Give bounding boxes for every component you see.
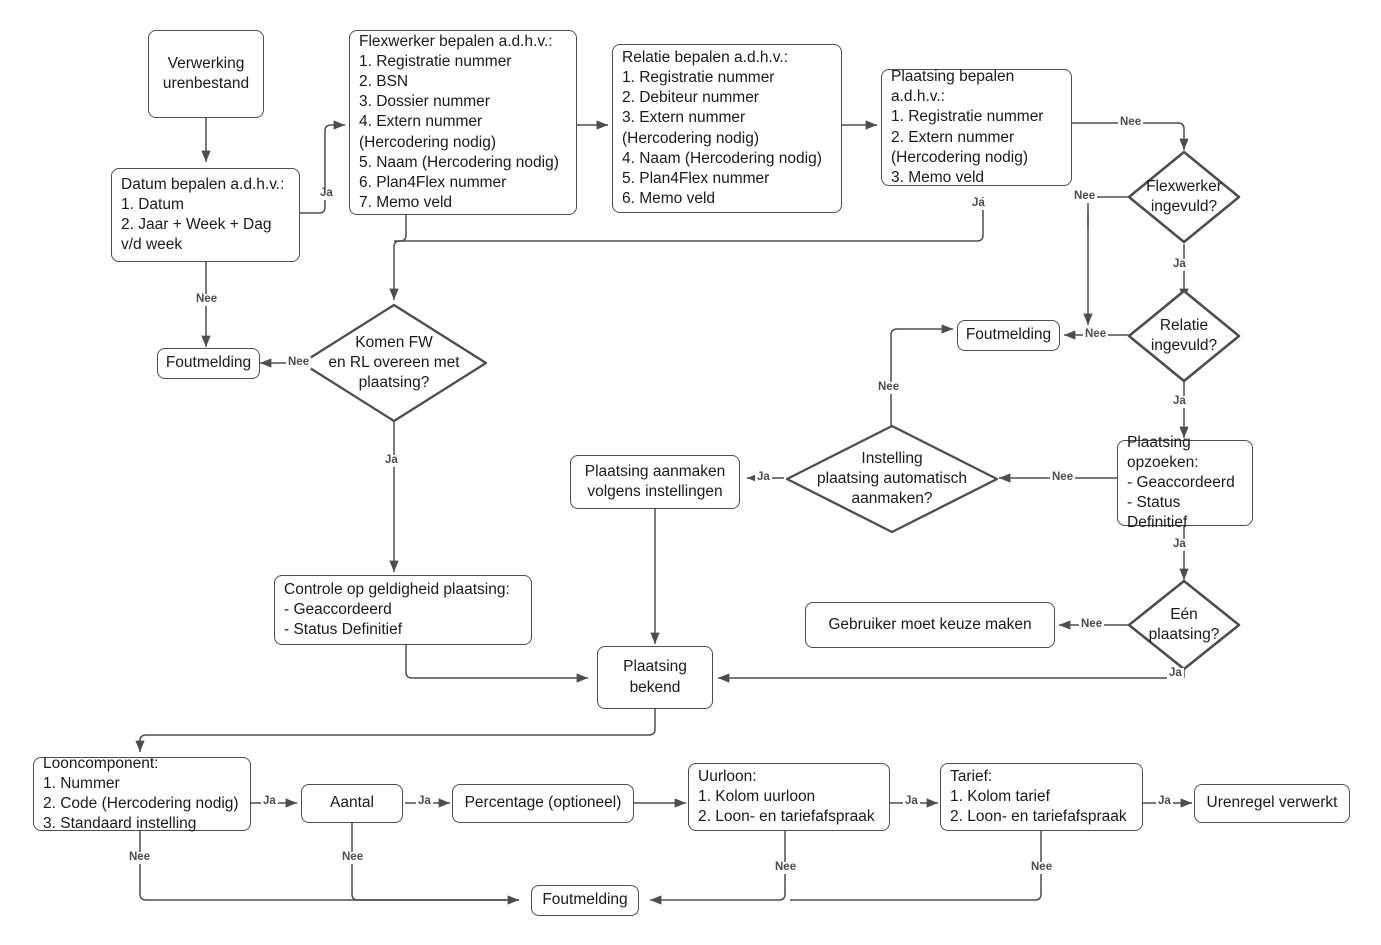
- edge-label-tarief-ja: Ja: [1156, 795, 1173, 808]
- edge-plaatsing-ja-to-komen: [389, 197, 984, 301]
- edge-label-relatie-ingevuld-nee: Nee: [1083, 328, 1109, 341]
- node-label: Aantal: [330, 794, 374, 812]
- diamond-shape: [785, 424, 999, 534]
- edge-bekend-to-looncomponent: [135, 709, 656, 753]
- edge-een-ja: [717, 670, 1185, 683]
- edge-tarief-nee: [790, 831, 1042, 901]
- node-plaatsing-aanmaken[interactable]: Plaatsing aanmaken volgens instellingen: [570, 455, 740, 509]
- edge-controle-to-bekend: [405, 641, 589, 683]
- node-label: Relatie bepalen a.d.h.v.: 1. Registratie…: [622, 48, 822, 207]
- edge-datum-ja: [300, 120, 346, 214]
- edge-flexwerker-down-a: [394, 215, 407, 242]
- diamond-shape: [1127, 150, 1241, 244]
- node-label: Percentage (optioneel): [464, 794, 622, 812]
- node-label: Gebruiker moet keuze maken: [828, 615, 1032, 633]
- node-label: Plaatsing bekend: [623, 658, 687, 696]
- edge-label-een-plaatsing-nee: Nee: [1079, 618, 1105, 631]
- node-label: Verwerking urenbestand: [162, 54, 250, 92]
- edge-label-uurloon-ja: Ja: [903, 795, 920, 808]
- node-label: Uurloon: 1. Kolom uurloon 2. Loon- en ta…: [698, 767, 875, 826]
- edge-label-instelling-ja: Ja: [755, 471, 772, 484]
- node-aantal[interactable]: Aantal: [301, 784, 403, 823]
- node-label: Relatie ingevuld?: [1150, 317, 1218, 354]
- node-relatie-ingevuld[interactable]: Relatie ingevuld?: [1127, 289, 1241, 383]
- edge-uurloon-nee: [649, 831, 786, 905]
- node-plaatsing-opzoeken[interactable]: Plaatsing opzoeken: - Geaccordeerd - Sta…: [1117, 434, 1253, 531]
- node-label: Komen FW en RL overeen met plaatsing?: [328, 334, 460, 391]
- edge-label-tarief-nee: Nee: [1029, 861, 1055, 874]
- node-gebruiker-moet-keuze-maken[interactable]: Gebruiker moet keuze maken: [805, 602, 1055, 648]
- node-label: Datum bepalen a.d.h.v.: 1. Datum 2. Jaar…: [121, 175, 285, 254]
- node-verwerking-urenbestand[interactable]: Verwerking urenbestand: [148, 30, 264, 118]
- edge-label-flexwerker-ingevuld-nee: Nee: [1072, 190, 1098, 203]
- node-looncomponent[interactable]: Looncomponent: 1. Nummer 2. Code (Hercod…: [33, 755, 251, 832]
- node-controle-geldigheid-plaatsing[interactable]: Controle op geldigheid plaatsing: - Geac…: [274, 575, 532, 645]
- edge-label-aantal-ja: Ja: [416, 795, 433, 808]
- node-label: Controle op geldigheid plaatsing: - Geac…: [284, 580, 510, 639]
- edge-label-plaatsing-bepalen-ja: Ja: [970, 197, 987, 210]
- node-label: Plaatsing aanmaken volgens instellingen: [584, 462, 726, 500]
- node-label: Flexwerker bepalen a.d.h.v.: 1. Registra…: [359, 32, 559, 211]
- node-foutmelding-onder[interactable]: Foutmelding: [531, 885, 639, 916]
- node-foutmelding-links[interactable]: Foutmelding: [157, 348, 260, 379]
- diamond-shape: [1127, 579, 1241, 671]
- node-plaatsing-bekend[interactable]: Plaatsing bekend: [597, 646, 713, 709]
- node-label: Tarief: 1. Kolom tarief 2. Loon- en tari…: [950, 767, 1127, 826]
- node-label: Flexwerker ingevuld?: [1146, 178, 1222, 215]
- node-relatie-bepalen[interactable]: Relatie bepalen a.d.h.v.: 1. Registratie…: [612, 44, 842, 213]
- node-flexwerker-bepalen[interactable]: Flexwerker bepalen a.d.h.v.: 1. Registra…: [349, 30, 577, 215]
- node-label: Eén plaatsing?: [1148, 606, 1220, 643]
- node-urenregel-verwerkt[interactable]: Urenregel verwerkt: [1194, 784, 1350, 823]
- edge-plaatsing-nee: [1072, 122, 1189, 151]
- node-tarief[interactable]: Tarief: 1. Kolom tarief 2. Loon- en tari…: [940, 763, 1143, 831]
- node-instelling-plaatsing-automatisch[interactable]: Instelling plaatsing automatisch aanmake…: [785, 424, 999, 534]
- node-plaatsing-bepalen[interactable]: Plaatsing bepalen a.d.h.v.: 1. Registrat…: [881, 68, 1072, 186]
- edge-label-aantal-nee: Nee: [340, 851, 366, 864]
- node-label: Looncomponent: 1. Nummer 2. Code (Hercod…: [43, 754, 239, 833]
- node-flexwerker-ingevuld[interactable]: Flexwerker ingevuld?: [1127, 150, 1241, 244]
- edge-label-relatie-ingevuld-ja: Ja: [1171, 395, 1188, 408]
- edge-label-opzoeken-ja: Ja: [1171, 538, 1188, 551]
- node-label: Foutmelding: [542, 891, 628, 909]
- node-een-plaatsing[interactable]: Eén plaatsing?: [1127, 579, 1241, 671]
- edge-aantal-nee: [351, 823, 519, 901]
- node-label: Urenregel verwerkt: [1206, 794, 1338, 812]
- node-uurloon[interactable]: Uurloon: 1. Kolom uurloon 2. Loon- en ta…: [688, 763, 890, 831]
- diamond-shape: [300, 303, 488, 423]
- edge-label-flexwerker-ingevuld-ja: Ja: [1171, 258, 1188, 271]
- edge-label-datum-ja: Ja: [318, 187, 335, 200]
- node-label: Plaatsing opzoeken: - Geaccordeerd - Sta…: [1127, 433, 1235, 532]
- edge-label-een-plaatsing-ja: Ja: [1167, 667, 1184, 680]
- node-percentage[interactable]: Percentage (optioneel): [452, 784, 634, 823]
- edge-label-datum-nee: Nee: [194, 293, 220, 306]
- node-datum-bepalen[interactable]: Datum bepalen a.d.h.v.: 1. Datum 2. Jaar…: [111, 168, 300, 262]
- edge-label-komen-nee: Nee: [286, 356, 312, 369]
- edge-label-opzoeken-nee: Nee: [1050, 471, 1076, 484]
- node-label: Foutmelding: [965, 326, 1052, 344]
- node-komen-fw-rl-overeen[interactable]: Komen FW en RL overeen met plaatsing?: [300, 303, 488, 423]
- edge-label-looncomponent-nee: Nee: [127, 851, 153, 864]
- edge-label-plaatsing-bepalen-nee: Nee: [1118, 116, 1144, 129]
- edge-label-instelling-nee: Nee: [876, 381, 902, 394]
- node-label: Foutmelding: [165, 354, 252, 372]
- edge-label-uurloon-nee: Nee: [773, 861, 799, 874]
- node-label: Instelling plaatsing automatisch aanmake…: [817, 450, 967, 507]
- diamond-shape: [1127, 289, 1241, 383]
- edge-label-komen-ja: Ja: [383, 454, 400, 467]
- node-label: Plaatsing bepalen a.d.h.v.: 1. Registrat…: [891, 68, 1044, 186]
- edge-label-looncomponent-ja: Ja: [261, 795, 278, 808]
- edge-instelling-nee: [890, 324, 954, 437]
- node-foutmelding-midden[interactable]: Foutmelding: [957, 320, 1060, 351]
- edge-looncomponent-nee: [139, 831, 520, 905]
